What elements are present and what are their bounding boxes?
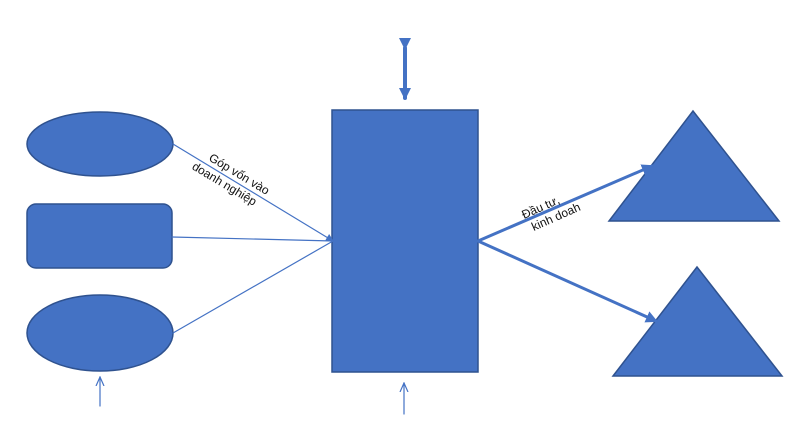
- connector-center-to-triangle-bottom: [476, 239, 658, 323]
- connector-ellipse-bottom-to-center: [172, 240, 334, 334]
- connector-ellipse-top-to-center: [172, 143, 334, 242]
- right-triangle-top: [607, 109, 781, 222]
- right-triangle-bottom: [611, 265, 784, 377]
- left-ellipse-top: [26, 111, 174, 177]
- left-ellipse-bottom: [26, 294, 174, 372]
- connector-rectangle-to-center: [171, 236, 334, 242]
- center-rectangle: [331, 109, 479, 373]
- connector-center-to-triangle-top: [476, 164, 654, 243]
- left-rounded-rectangle: [26, 203, 173, 269]
- investment-label: Đầu tư, kinh doah: [520, 193, 583, 234]
